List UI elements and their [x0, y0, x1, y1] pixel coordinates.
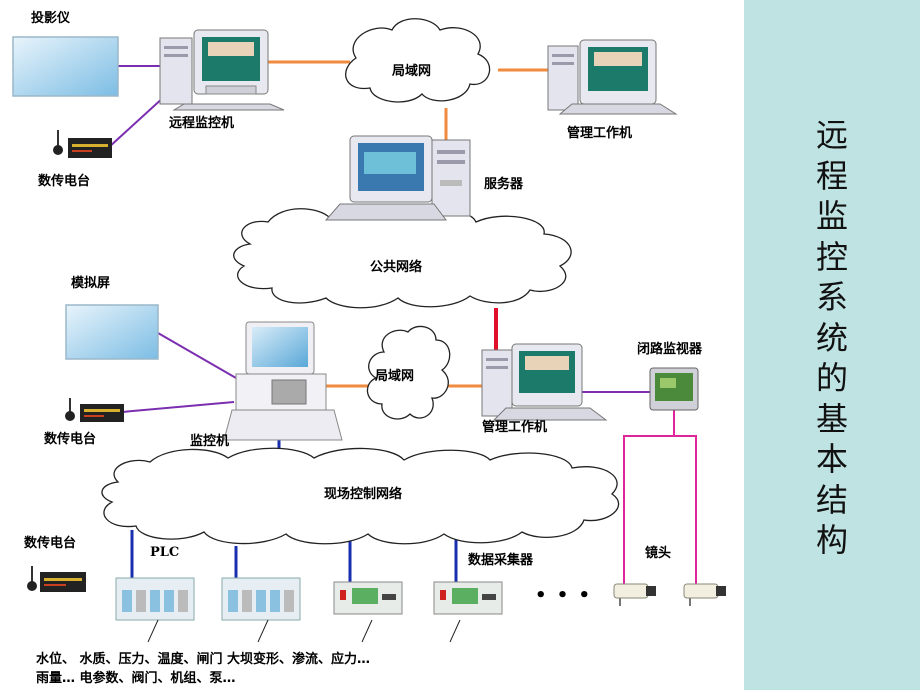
plc-unit-2: [221, 577, 301, 621]
monitor-pc: [223, 321, 343, 441]
label-camera-lens: 镜头: [645, 546, 672, 561]
label-projector: 投影仪: [31, 11, 71, 26]
mgmt-ws-top: [547, 39, 678, 115]
projector-screen: [12, 36, 119, 97]
side-title-text: 远程监控系统的基本结构: [815, 116, 848, 559]
radio-station-1: [53, 130, 112, 158]
cctv-monitor: [649, 367, 699, 411]
link-radio-to-remote: [107, 95, 166, 149]
link-cctv-to-cameras: [623, 435, 697, 590]
label-public-network: 公共网络: [370, 260, 423, 275]
label-radio-station-1: 数传电台: [38, 174, 91, 189]
analog-screen: [65, 304, 159, 360]
label-mgmt-ws-top: 管理工作机: [567, 126, 633, 141]
cloud-field: [101, 447, 620, 545]
label-sensor-types-2: 雨量… 电参数、阀门、机组、泵…: [36, 671, 236, 686]
label-sensor-types-1: 水位、 水质、压力、温度、闸门 大坝变形、渗流、应力…: [36, 652, 371, 667]
label-server: 服务器: [484, 177, 524, 192]
title-sidebar: 远程监控系统的基本结构: [744, 0, 920, 690]
sensor-line-2: [257, 619, 269, 643]
label-plc: PLC: [150, 545, 180, 560]
link-radio-to-monitor: [121, 401, 235, 413]
label-field-network: 现场控制网络: [324, 487, 403, 502]
label-data-collector: 数据采集器: [468, 553, 534, 568]
plc-unit-1: [115, 577, 195, 621]
camera-1: [613, 583, 656, 606]
cloud-lan-top: [345, 18, 491, 103]
remote-monitor-pc: [159, 29, 285, 111]
ellipsis-more-devices: • • •: [535, 585, 593, 606]
network-diagram: [12, 18, 726, 643]
server-pc: [324, 135, 471, 221]
radio-station-2: [65, 398, 124, 422]
label-lan-mid: 局域网: [375, 369, 415, 384]
label-remote-monitor: 远程监控机: [169, 116, 235, 131]
label-radio-station-2: 数传电台: [44, 432, 97, 447]
side-title: 远程监控系统的基本结构: [744, 115, 920, 561]
sensor-line-3: [361, 619, 373, 643]
label-mgmt-ws-mid: 管理工作机: [482, 420, 548, 435]
sensor-line-1: [147, 619, 159, 643]
data-collector-1: [333, 581, 403, 615]
camera-2: [683, 583, 726, 606]
sensor-line-4: [449, 619, 461, 643]
link-screen-to-monitor: [157, 332, 237, 379]
label-analog-screen: 模拟屏: [71, 276, 111, 291]
mgmt-ws-mid: [481, 343, 608, 421]
data-collector-2: [433, 581, 503, 615]
label-radio-station-3: 数传电台: [24, 536, 77, 551]
label-lan-top: 局域网: [392, 64, 432, 79]
radio-station-3: [27, 566, 86, 592]
label-cctv-monitor: 闭路监视器: [637, 342, 703, 357]
cloud-lan-mid: [366, 325, 451, 420]
label-monitor-pc: 监控机: [190, 434, 230, 449]
